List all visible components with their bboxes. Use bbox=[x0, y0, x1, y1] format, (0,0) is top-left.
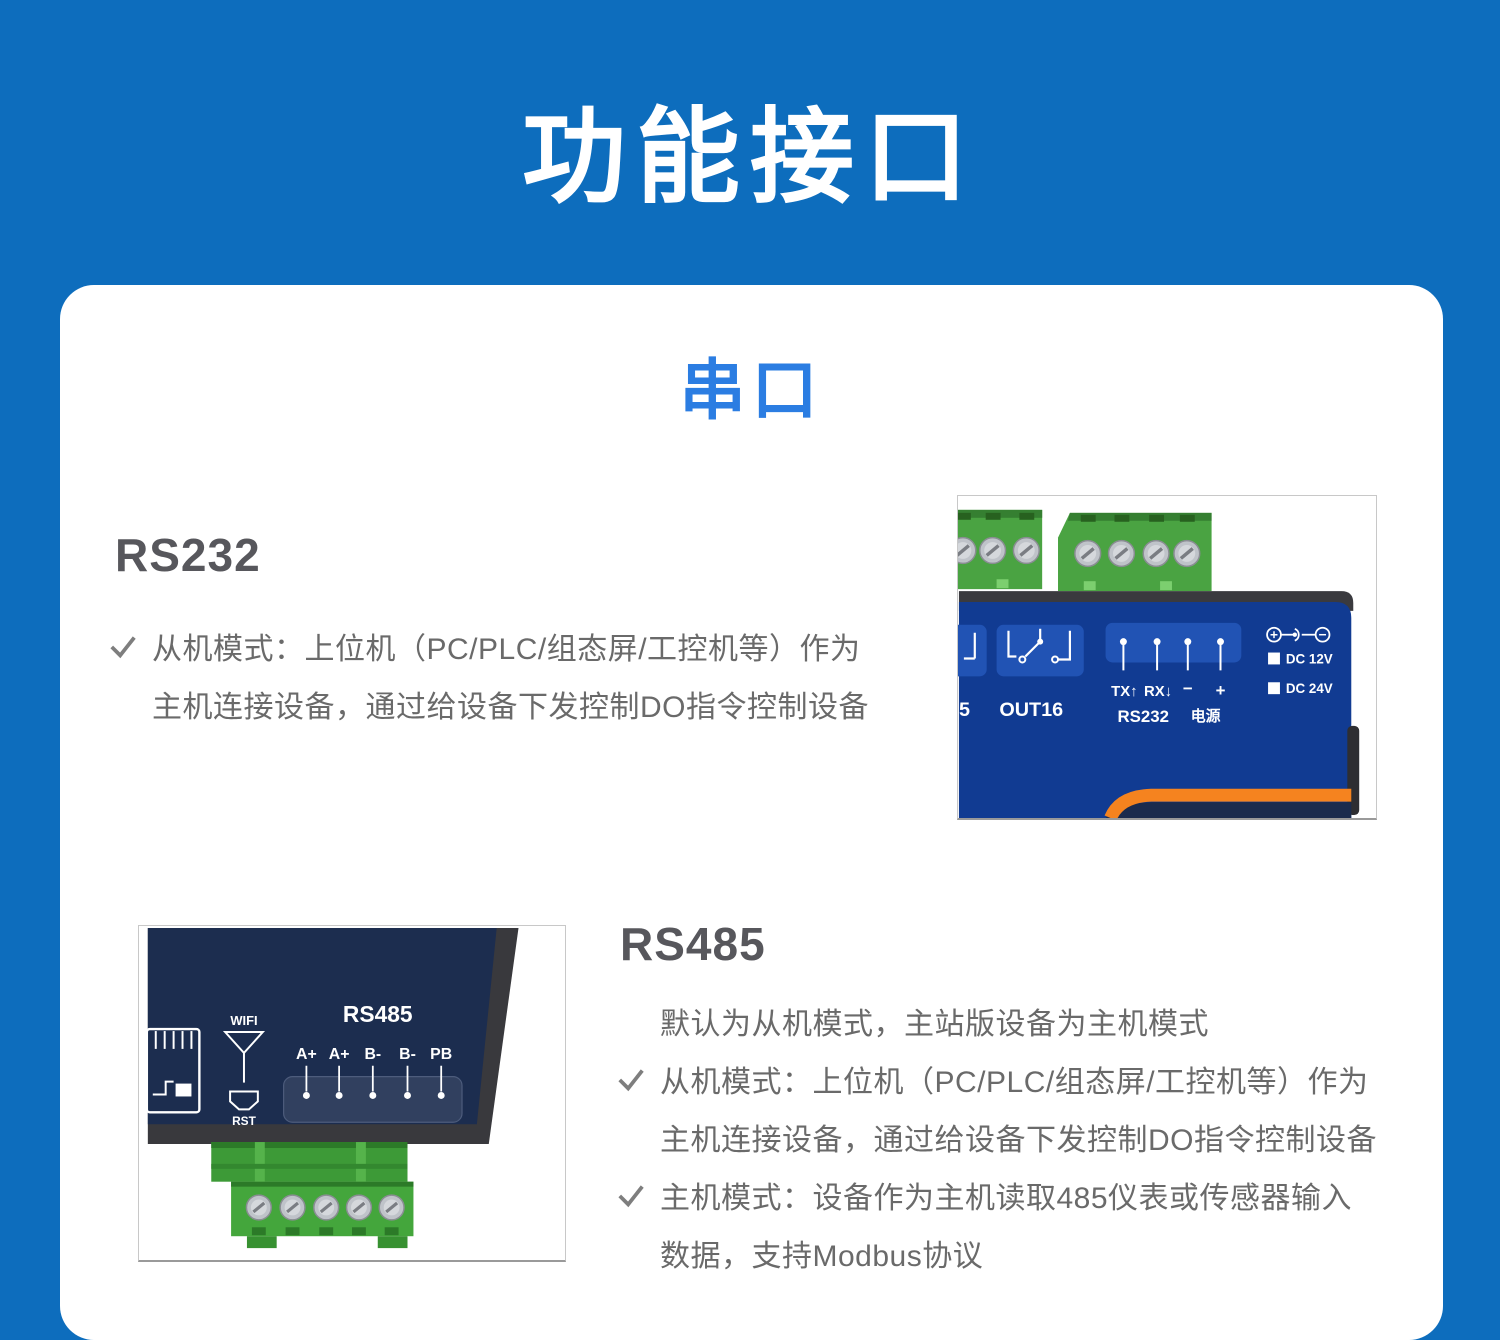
label-minus: − bbox=[1183, 679, 1193, 698]
rs232-description: 从机模式：上位机（PC/PLC/组态屏/工控机等）作为 主机连接设备，通过给设备… bbox=[108, 617, 869, 733]
rs232-product-photo: 5 OUT16 TX↑ RX↓ − + RS232 电源 bbox=[957, 495, 1377, 820]
relay-symbol-box-partial bbox=[958, 624, 987, 677]
rs485-device-illustration: WIFI RST RS485 A+ A+ B- B- PB bbox=[145, 927, 519, 1249]
label-plus: + bbox=[1216, 681, 1226, 700]
device-bottom-panel bbox=[1105, 802, 1352, 818]
feature-row: 数据，支持Modbus协议 bbox=[616, 1224, 1377, 1282]
wifi-antenna-icon bbox=[222, 1031, 266, 1083]
label-tx: TX↑ bbox=[1111, 684, 1137, 700]
feature-row: 主机模式：设备作为主机读取485仪表或传感器输入 bbox=[616, 1166, 1377, 1224]
feature-row: 主机连接设备，通过给设备下发控制DO指令控制设备 bbox=[616, 1108, 1377, 1166]
label-power: 电源 bbox=[1191, 707, 1221, 725]
feature-row: 从机模式：上位机（PC/PLC/组态屏/工控机等）作为 bbox=[108, 617, 869, 675]
feature-text: 主机连接设备，通过给设备下发控制DO指令控制设备 bbox=[660, 1124, 1377, 1157]
page-title: 功能接口 bbox=[521, 100, 978, 216]
check-icon bbox=[616, 1180, 660, 1210]
feature-row: 默认为从机模式，主站版设备为主机模式 bbox=[616, 992, 1377, 1050]
feature-text: 主机模式：设备作为主机读取485仪表或传感器输入 bbox=[660, 1182, 1353, 1215]
pin-dots bbox=[302, 1092, 445, 1099]
label-rs485-port: RS485 bbox=[343, 1001, 413, 1027]
orange-stripe bbox=[1104, 788, 1352, 818]
rs232-device-illustration: 5 OUT16 TX↑ RX↓ − + RS232 电源 bbox=[958, 509, 1360, 818]
section-title-serial: 串口 bbox=[679, 353, 824, 427]
dc12-square-icon bbox=[1268, 652, 1280, 665]
rs485-heading: RS485 bbox=[620, 918, 766, 970]
feature-text: 默认为从机模式，主站版设备为主机模式 bbox=[660, 1008, 1209, 1041]
pin-leader-lines bbox=[305, 1065, 443, 1092]
ethernet-port-icon bbox=[145, 1027, 201, 1114]
rs232-heading: RS232 bbox=[115, 529, 261, 581]
label-out15-partial: 5 bbox=[959, 699, 970, 721]
feature-text: 主机连接设备，通过给设备下发控制DO指令控制设备 bbox=[152, 691, 869, 724]
label-pin: A+ bbox=[296, 1046, 317, 1063]
terminal-block-right bbox=[1058, 512, 1212, 592]
label-dc12: DC 12V bbox=[1286, 651, 1333, 666]
dc-polarity-icon bbox=[1266, 626, 1331, 643]
label-rx: RX↓ bbox=[1144, 684, 1172, 700]
label-pin: B- bbox=[364, 1046, 381, 1063]
label-pin: A+ bbox=[329, 1046, 350, 1063]
label-wifi: WIFI bbox=[230, 1013, 257, 1028]
label-dc24: DC 24V bbox=[1286, 681, 1333, 696]
device-body bbox=[147, 927, 497, 1125]
feature-text: 从机模式：上位机（PC/PLC/组态屏/工控机等）作为 bbox=[152, 633, 861, 666]
device-side-edge bbox=[1347, 725, 1360, 816]
feature-text: 从机模式：上位机（PC/PLC/组态屏/工控机等）作为 bbox=[660, 1066, 1369, 1099]
label-rst: RST bbox=[232, 1114, 256, 1128]
check-icon bbox=[108, 631, 152, 661]
label-out16: OUT16 bbox=[999, 699, 1063, 721]
label-pin: B- bbox=[399, 1046, 416, 1063]
rs485-product-photo: WIFI RST RS485 A+ A+ B- B- PB bbox=[138, 925, 566, 1262]
check-icon bbox=[616, 1064, 660, 1094]
dc24-square-icon bbox=[1268, 682, 1280, 695]
rs232-pin-box bbox=[1105, 622, 1242, 671]
terminal-block bbox=[211, 1142, 414, 1249]
relay-symbol-box bbox=[996, 624, 1084, 677]
feature-text: 数据，支持Modbus协议 bbox=[660, 1240, 984, 1273]
label-rs232-port: RS232 bbox=[1117, 707, 1168, 726]
label-pin: PB bbox=[430, 1046, 452, 1063]
content-card: 串口 RS232 从机模式：上位机（PC/PLC/组态屏/工控机等）作为 主机连… bbox=[60, 285, 1443, 1340]
rs485-description: 默认为从机模式，主站版设备为主机模式 从机模式：上位机（PC/PLC/组态屏/工… bbox=[616, 992, 1377, 1282]
feature-row: 从机模式：上位机（PC/PLC/组态屏/工控机等）作为 bbox=[616, 1050, 1377, 1108]
terminal-block-left bbox=[958, 509, 1043, 590]
reset-button-icon bbox=[229, 1090, 259, 1111]
feature-row: 主机连接设备，通过给设备下发控制DO指令控制设备 bbox=[108, 675, 869, 733]
